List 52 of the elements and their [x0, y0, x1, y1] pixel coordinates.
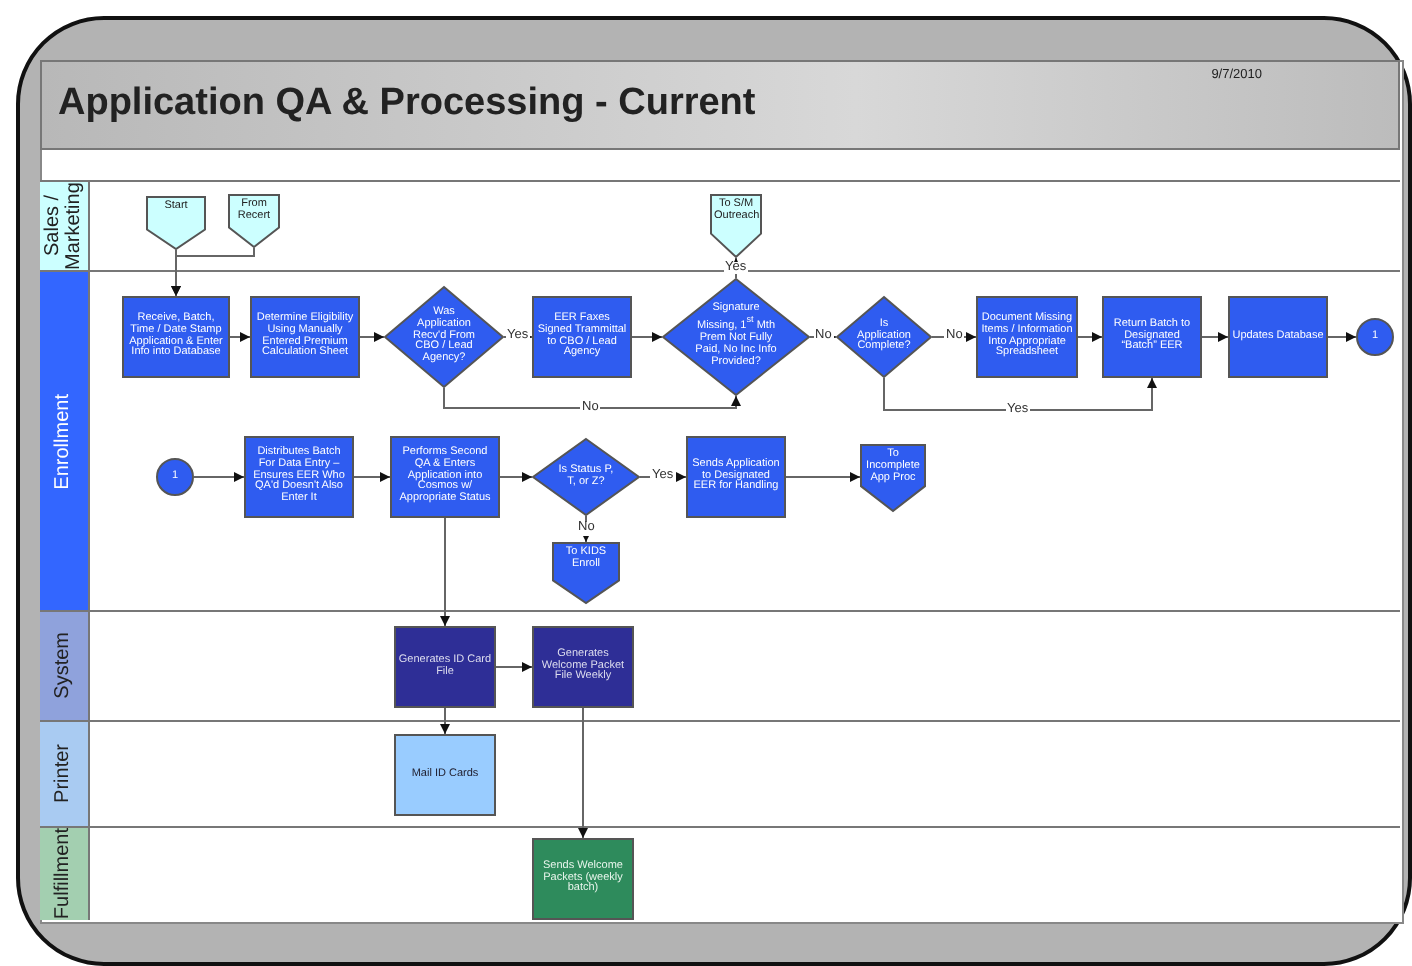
swimlane — [40, 610, 1400, 720]
decision-diamond — [662, 278, 810, 396]
process-box — [394, 734, 496, 816]
swimlane — [40, 270, 1400, 610]
arrow — [440, 517, 450, 627]
process-box — [532, 296, 632, 378]
lane-title: Fulfillment — [53, 828, 75, 920]
arrow — [171, 247, 255, 297]
process-box — [532, 838, 634, 920]
process-box — [244, 436, 354, 518]
lane-title: Sales / Marketing — [43, 182, 85, 270]
connector-circle — [1356, 318, 1394, 356]
decision-diamond — [532, 438, 640, 516]
lane-title: System — [53, 632, 75, 700]
decision-diamond — [384, 286, 504, 388]
arrow — [353, 472, 391, 482]
offpage-connector — [552, 542, 620, 604]
process-box — [394, 626, 496, 708]
arrow — [443, 387, 741, 409]
title: Application QA & Processing - Current — [58, 82, 756, 126]
process-box — [1102, 296, 1202, 378]
arrow — [631, 332, 663, 342]
arrow — [495, 662, 533, 672]
decision-diamond — [836, 296, 932, 378]
arrow — [359, 332, 385, 342]
arrow — [1077, 332, 1103, 342]
swimlane — [40, 180, 1400, 270]
arrow — [499, 472, 533, 482]
process-box — [976, 296, 1078, 378]
arrow — [578, 707, 588, 839]
swimlane — [40, 826, 1400, 920]
offpage-connector — [860, 444, 926, 512]
arrow — [883, 377, 1157, 411]
process-box — [122, 296, 230, 378]
process-box — [1228, 296, 1328, 378]
process-box — [250, 296, 360, 378]
lane-title: Printer — [53, 744, 75, 804]
connector-circle — [156, 458, 194, 496]
swimlane — [40, 720, 1400, 826]
process-box — [532, 626, 634, 708]
offpage-connector — [710, 194, 762, 258]
arrow — [440, 707, 450, 735]
arrow — [1201, 332, 1229, 342]
lane-title: Enrollment — [53, 393, 75, 489]
process-box — [390, 436, 500, 518]
arrow — [229, 332, 251, 342]
arrow — [785, 472, 861, 482]
arrow — [193, 472, 245, 482]
offpage-connector — [228, 194, 280, 248]
arrow — [1327, 332, 1357, 342]
process-box — [686, 436, 786, 518]
start-connector — [146, 196, 206, 250]
